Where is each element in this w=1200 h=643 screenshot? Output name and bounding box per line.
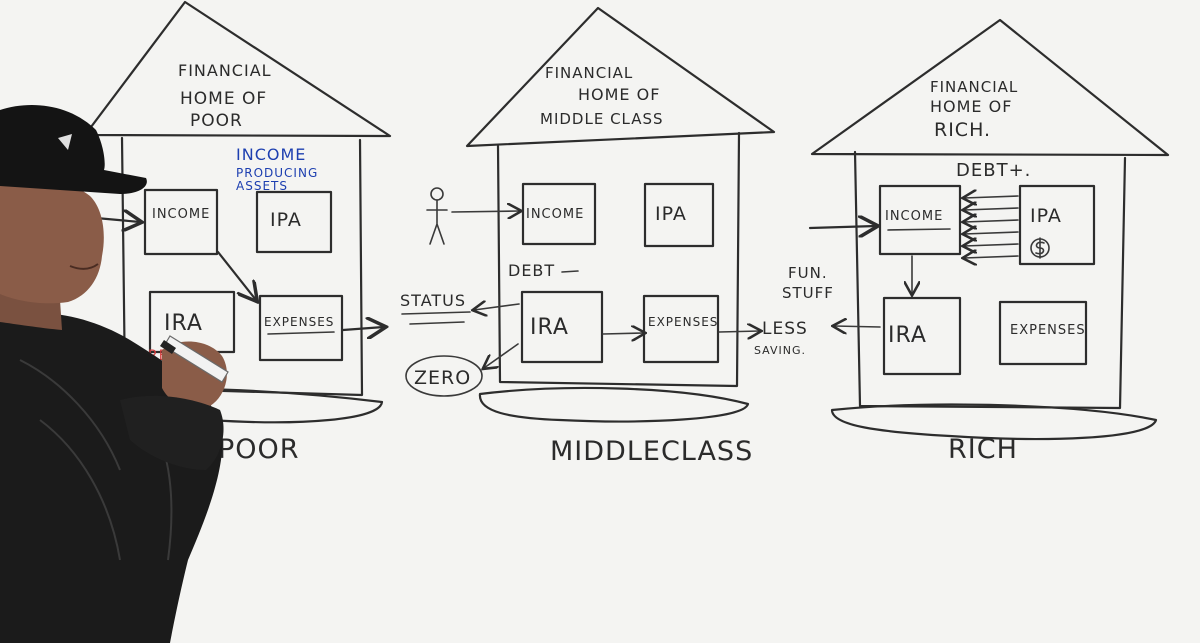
rich-roof-line-3: RICH. xyxy=(934,119,991,141)
poor-ira-label: IRA xyxy=(164,311,203,336)
middle-expenses-out-arrow xyxy=(718,331,760,332)
presenter-person xyxy=(0,104,229,643)
middle-ipa-box xyxy=(643,182,715,248)
rich-ira-box xyxy=(882,296,962,376)
house-middle-class: FINANCIAL HOME OF MIDDLE CLASS INCOME IP… xyxy=(400,6,808,467)
middle-roof-line-2: HOME OF xyxy=(578,85,660,104)
house-rich: FINANCIAL HOME OF RICH. DEBT+. INCOME IP… xyxy=(782,18,1170,465)
poor-expenses-label: EXPENSES xyxy=(264,315,334,329)
middle-ira-label: IRA xyxy=(530,315,569,340)
presenter-jacket xyxy=(0,312,223,643)
poor-walls xyxy=(120,136,364,397)
saving-label: SAVING. xyxy=(754,344,806,357)
poor-roof-line-1: FINANCIAL xyxy=(178,61,272,80)
rich-expenses-box xyxy=(998,300,1088,366)
presenter-cap xyxy=(0,104,147,194)
rich-ipa-to-income-arrows xyxy=(964,196,1019,258)
poor-income-to-expenses-arrow xyxy=(216,250,256,300)
rich-ipa-box xyxy=(1018,184,1096,266)
middle-status-arrow xyxy=(474,304,520,310)
poor-ipa-label: IPA xyxy=(270,209,302,231)
rich-ipa-label: IPA xyxy=(1030,205,1062,227)
fun-label: FUN. xyxy=(788,264,828,282)
poor-note-line-2: PRODUCING xyxy=(236,166,318,180)
rich-debt-label: DEBT+. xyxy=(956,160,1031,181)
poor-expenses-box xyxy=(258,294,344,362)
rich-ira-out-arrow xyxy=(834,326,881,327)
rich-roof xyxy=(810,18,1170,157)
middle-ira-to-expenses-arrow xyxy=(602,333,644,334)
rich-income-label: INCOME xyxy=(885,209,943,224)
middle-expenses-label: EXPENSES xyxy=(648,315,718,329)
poor-expenses-out-arrow xyxy=(341,327,384,330)
middle-foundation xyxy=(478,386,750,423)
poor-roof xyxy=(83,0,392,138)
rich-walls xyxy=(853,150,1127,410)
middle-walls xyxy=(496,131,741,388)
status-label: STATUS xyxy=(400,291,466,310)
middle-income-label: INCOME xyxy=(526,207,584,222)
rich-roof-line-2: HOME OF xyxy=(930,97,1012,116)
middle-debt-label: DEBT xyxy=(508,261,555,280)
dollar-coin-icon xyxy=(1030,237,1050,259)
middle-ira-box xyxy=(520,290,604,364)
zero-circle xyxy=(405,355,483,397)
presenter-face xyxy=(0,178,104,304)
rich-income-in-arrow xyxy=(808,226,876,228)
zero-label: ZERO xyxy=(414,367,471,389)
middle-income-in-arrow xyxy=(451,211,520,212)
rich-caption: RICH xyxy=(948,434,1018,465)
middle-roof xyxy=(465,6,776,148)
marker-icon xyxy=(160,335,229,383)
presenter-sleeve xyxy=(120,395,224,470)
middle-ipa-label: IPA xyxy=(655,203,687,225)
less-label: LESS xyxy=(762,319,808,339)
presenter-hand xyxy=(162,341,227,408)
rich-roof-line-1: FINANCIAL xyxy=(930,78,1018,96)
rich-ira-label: IRA xyxy=(888,323,927,348)
poor-income-in-arrow xyxy=(94,218,140,222)
poor-income-label: INCOME xyxy=(152,207,210,222)
poor-note-line-1: INCOME xyxy=(236,145,306,164)
poor-note-line-3: ASSETS xyxy=(236,179,288,193)
middle-caption: MIDDLECLASS xyxy=(550,436,753,467)
poor-roof-line-3: POOR xyxy=(190,111,243,131)
poor-roof-line-2: HOME OF xyxy=(180,89,267,109)
stick-figure-icon xyxy=(426,187,448,245)
rich-expenses-label: EXPENSES xyxy=(1010,323,1086,338)
middle-roof-line-3: MIDDLE CLASS xyxy=(540,110,664,128)
stuff-label: STUFF xyxy=(782,284,834,302)
poor-caption: POOR xyxy=(218,434,300,465)
rich-foundation xyxy=(830,403,1158,441)
cap-logo-icon xyxy=(58,134,72,150)
poor-expenses-underline xyxy=(267,331,335,335)
status-underline xyxy=(401,311,471,325)
rich-income-underline xyxy=(887,228,951,231)
middle-roof-line-1: FINANCIAL xyxy=(545,64,633,82)
middle-zero-arrow xyxy=(484,343,519,368)
presenter-mouth xyxy=(69,263,99,270)
middle-debt-dash xyxy=(561,270,579,273)
poor-ipa-box xyxy=(255,190,333,254)
